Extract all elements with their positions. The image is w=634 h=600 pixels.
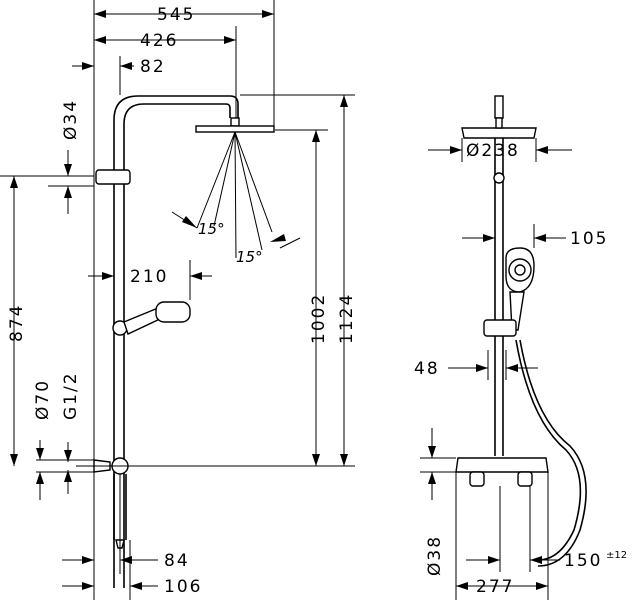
hand-shower [112, 301, 191, 336]
dim-d70: Ø70 [33, 379, 53, 420]
dim-150: 150 [564, 551, 602, 571]
dim-84: 84 [164, 551, 190, 571]
dim-g12: G1/2 [61, 371, 81, 420]
dim-d34: Ø34 [61, 99, 81, 140]
spray-angle-lines [171, 131, 301, 259]
side-overhead-shower [461, 95, 537, 139]
dim-82: 82 [140, 57, 166, 77]
dim-545: 545 [157, 5, 195, 25]
angle-label-right: 15° [236, 248, 263, 266]
dim-1002: 1002 [309, 293, 329, 344]
side-hand-shower [483, 247, 535, 337]
dim-874: 874 [7, 304, 27, 342]
overhead-shower-head [195, 117, 275, 133]
side-thermostat [455, 457, 549, 487]
dim-277: 277 [476, 577, 514, 597]
side-view: Ø238 105 48 Ø38 150 ±12 [414, 95, 627, 600]
dim-106: 106 [164, 577, 202, 597]
dim-1124: 1124 [337, 293, 357, 344]
dim-d238: Ø238 [466, 141, 520, 161]
wall-bracket [95, 169, 131, 185]
dim-d38: Ø38 [425, 535, 445, 576]
dim-48: 48 [414, 359, 440, 379]
dim-426: 426 [140, 31, 178, 51]
hose [515, 339, 582, 561]
thermostat-mixer [93, 457, 129, 549]
dim-210: 210 [130, 267, 168, 287]
riser-pipe [113, 95, 239, 588]
front-view: 15° 15° 545 [0, 0, 357, 600]
dim-150-tolerance: ±12 [606, 550, 627, 561]
angle-label-left: 15° [198, 220, 225, 238]
side-riser [493, 138, 505, 456]
dim-105: 105 [570, 229, 608, 249]
